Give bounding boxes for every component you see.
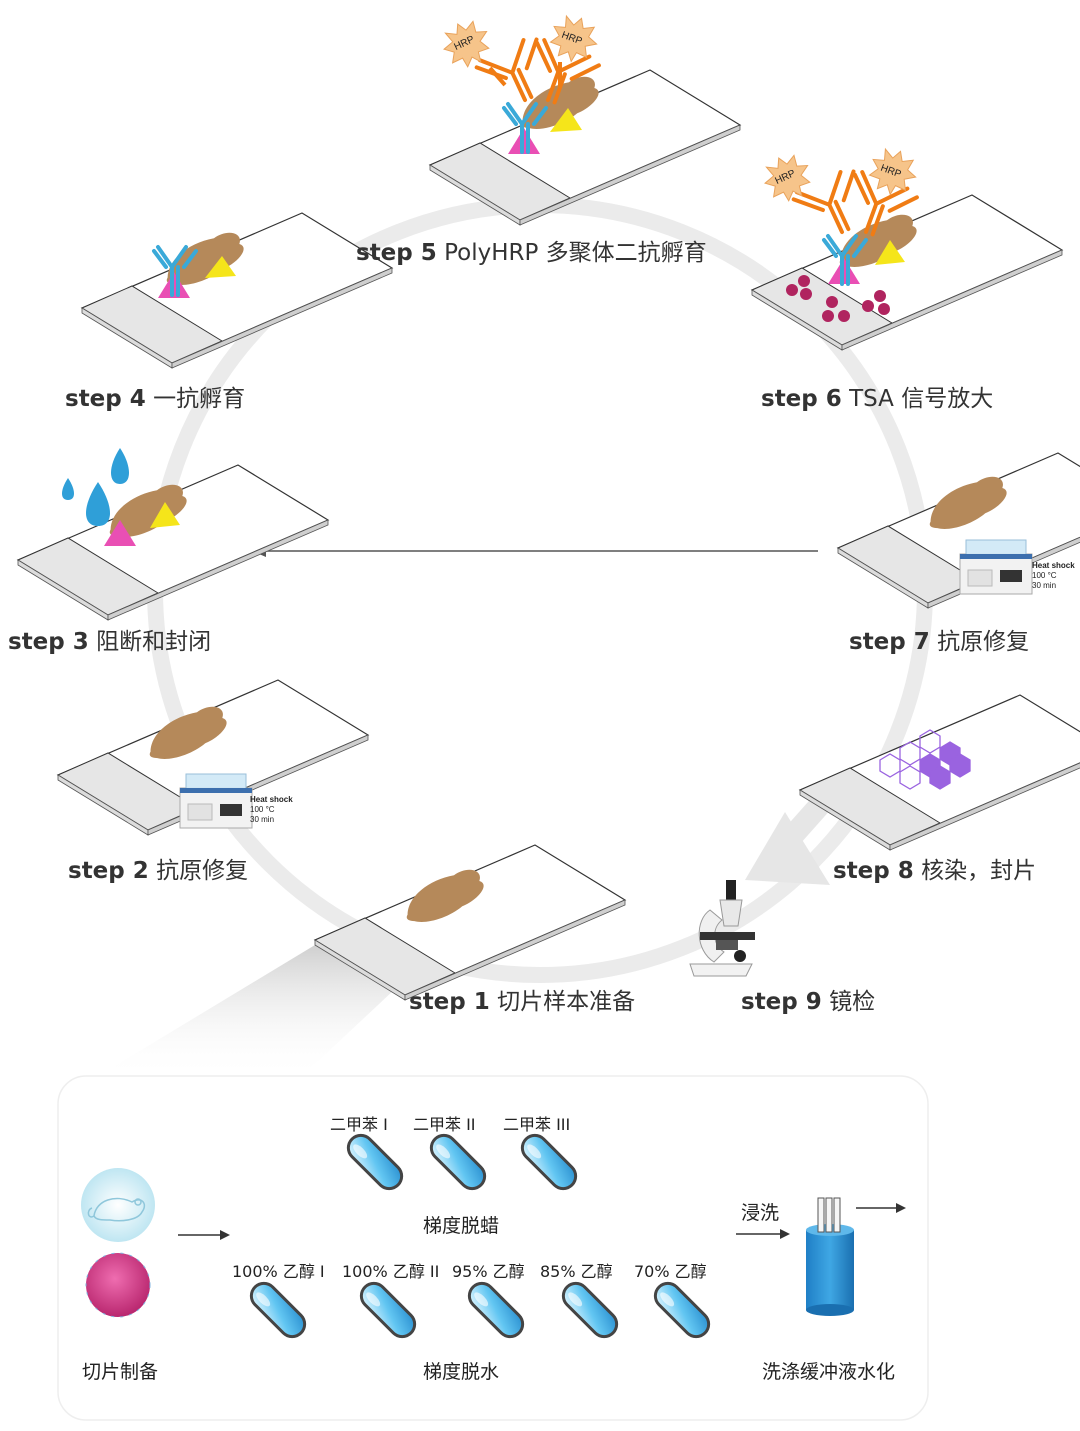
water-bath-2 (179, 773, 253, 829)
mouse-icon (87, 1197, 146, 1222)
step-4-text: 一抗孵育 (153, 386, 246, 412)
xylene-label-3: 二甲苯 III (503, 1115, 571, 1134)
heat-shock-label-7: Heat shock 100 °C 30 min (1032, 561, 1075, 591)
wash-label: 洗涤缓冲液水化 (762, 1361, 896, 1383)
antigen-yellow-3 (150, 502, 180, 528)
soak-label: 浸洗 (741, 1202, 780, 1224)
dewax-label: 梯度脱蜡 (423, 1215, 500, 1237)
soak-arrow-head (780, 1229, 790, 1239)
ring-arrowhead (745, 812, 830, 885)
step-7-label: step 7 抗原修复 (849, 622, 1029, 656)
step-5-num: step 5 (356, 240, 437, 266)
microscope-icon (689, 880, 755, 977)
step-7-text: 抗原修复 (937, 629, 1030, 655)
blocking-drops (62, 448, 129, 526)
step-8-label: step 8 核染，封片 (833, 851, 1036, 885)
step-1-num: step 1 (409, 989, 490, 1015)
preparation-panel (57, 1075, 929, 1421)
antigen-yellow-4 (205, 256, 236, 278)
xylene-label-2: 二甲苯 II (413, 1115, 476, 1134)
heat-shock-title-2: Heat shock (250, 795, 293, 804)
mouse-icon-bg (81, 1168, 155, 1242)
zoom-beam (95, 945, 410, 1078)
wash-beaker (806, 1197, 854, 1316)
heat-shock-temp-2: 100 °C (250, 805, 275, 814)
step-6-num: step 6 (761, 386, 842, 412)
step-6-label: step 6 TSA 信号放大 (761, 379, 993, 413)
step-6-text: TSA 信号放大 (849, 386, 994, 412)
tsa-signal-dots (786, 275, 890, 322)
ethanol-label-3: 95% 乙醇 (452, 1262, 525, 1281)
ethanol-label-2: 100% 乙醇 II (342, 1262, 440, 1281)
exit-arrow-head (896, 1203, 906, 1213)
antigen-pink-3 (104, 520, 136, 546)
step-1-text: 切片样本准备 (497, 989, 636, 1015)
heat-shock-time-7: 30 min (1032, 581, 1057, 590)
step-9-label: step 9 镜检 (741, 982, 875, 1016)
step-3-label: step 3 阻断和封闭 (8, 622, 211, 656)
antigen-pink-6 (828, 258, 860, 284)
step-8-text: 核染，封片 (921, 858, 1037, 884)
step-9-num: step 9 (741, 989, 822, 1015)
antigen-pink-5 (508, 128, 540, 154)
step-5-text: PolyHRP 多聚体二抗孵育 (444, 240, 707, 266)
heat-shock-time-2: 30 min (250, 815, 275, 824)
xylene-label-1: 二甲苯 I (330, 1115, 388, 1134)
step-2-num: step 2 (68, 858, 149, 884)
antibody-link-5 (488, 62, 562, 88)
step-9-text: 镜检 (829, 989, 876, 1015)
tissue-cell-ball (85, 1252, 151, 1318)
antigen-pink-4 (158, 272, 190, 298)
prep-arrow-1-head (220, 1230, 230, 1240)
antigen-yellow-6 (875, 240, 905, 265)
ethanol-label-1: 100% 乙醇 I (232, 1262, 325, 1281)
step-4-label: step 4 一抗孵育 (65, 379, 245, 413)
nuclear-stain-hexagons (879, 729, 971, 790)
step-8-num: step 8 (833, 858, 914, 884)
heat-shock-label-2: Heat shock 100 °C 30 min (250, 795, 293, 825)
section-prep-label: 切片制备 (82, 1361, 159, 1383)
step-2-label: step 2 抗原修复 (68, 851, 248, 885)
heat-shock-title-7: Heat shock (1032, 561, 1075, 570)
dehydrate-label: 梯度脱水 (423, 1361, 500, 1383)
step-4-num: step 4 (65, 386, 146, 412)
step-3-num: step 3 (8, 629, 89, 655)
step-2-text: 抗原修复 (156, 858, 249, 884)
antigen-yellow-5 (550, 108, 582, 132)
step-3-text: 阻断和封闭 (96, 629, 212, 655)
ethanol-label-5: 70% 乙醇 (634, 1262, 707, 1281)
ethanol-label-4: 85% 乙醇 (540, 1262, 613, 1281)
water-bath-7 (959, 539, 1033, 595)
heat-shock-temp-7: 100 °C (1032, 571, 1057, 580)
step-5-label: step 5 PolyHRP 多聚体二抗孵育 (356, 233, 707, 267)
step-1-label: step 1 切片样本准备 (409, 982, 635, 1016)
step-7-num: step 7 (849, 629, 930, 655)
